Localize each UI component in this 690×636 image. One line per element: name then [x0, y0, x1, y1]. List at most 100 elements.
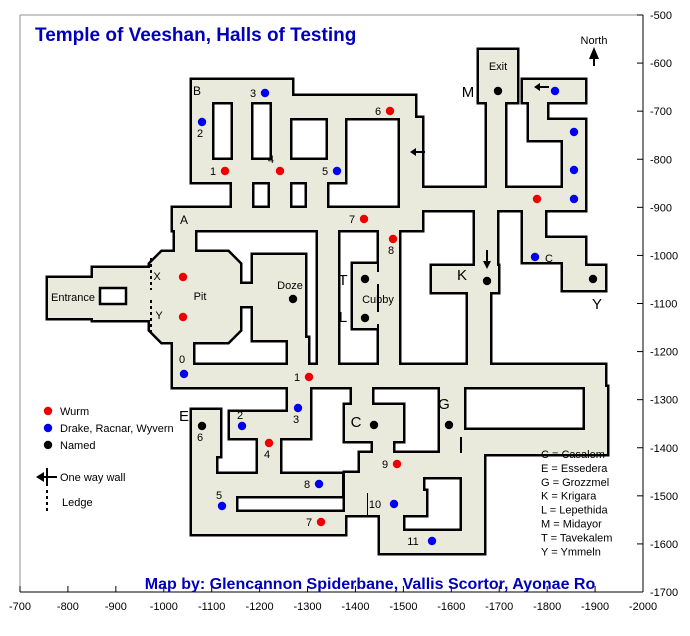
map-corridor: [192, 80, 212, 182]
y-axis-tick-label: -800: [650, 154, 672, 166]
map-corridor: [563, 266, 605, 290]
x-axis-tick-label: -900: [105, 601, 127, 613]
spawn-marker-drake: [569, 194, 579, 204]
map-label-y: Y: [155, 310, 163, 322]
x-axis-tick-label: -1400: [341, 601, 369, 613]
spawn-marker-drake: [197, 117, 207, 127]
spawn-marker-wurm: [532, 194, 542, 204]
spawn-marker-drake: [389, 499, 399, 509]
named-key-entry: M = Midayor: [541, 519, 602, 531]
x-axis-tick-label: -1500: [389, 601, 417, 613]
legend-label-ledge: Ledge: [62, 497, 93, 509]
spawn-marker-number: 9: [382, 459, 388, 471]
north-label: North: [581, 35, 608, 47]
map-corridor: [318, 230, 338, 368]
map-label-x: X: [153, 271, 161, 283]
map-corridor: [352, 387, 372, 409]
map-corridor: [233, 102, 251, 160]
one-way-wall-icon: [483, 250, 491, 269]
spawn-marker-named: [369, 420, 379, 430]
legend-dot-drake: [43, 423, 53, 433]
map-corridor: [192, 512, 345, 534]
spawn-marker-named: [482, 276, 492, 286]
x-axis-tick-label: -1900: [581, 601, 609, 613]
spawn-marker-drake: [217, 501, 227, 511]
map-corridor: [375, 312, 383, 324]
legend-label-wurm: Wurm: [60, 406, 89, 418]
spawn-marker-named: [360, 274, 370, 284]
y-axis-tick-label: -1600: [650, 539, 678, 551]
x-axis-tick-label: -1800: [533, 601, 561, 613]
spawn-marker-number: 0: [179, 354, 185, 366]
north-indicator: North: [581, 35, 608, 66]
map-label-l: L: [339, 309, 347, 326]
map-corridor: [475, 210, 497, 270]
spawn-marker-drake: [314, 479, 324, 489]
spawn-marker-wurm: [392, 459, 402, 469]
spawn-marker-number: 2: [197, 128, 203, 140]
named-key-entry: Y = Ymmeln: [541, 546, 601, 558]
map-corridor: [232, 182, 252, 210]
spawn-marker-named: [197, 421, 207, 431]
named-key-entry: G = Grozzmel: [541, 477, 609, 489]
spawn-marker-named: [493, 86, 503, 96]
map-label-entrance: Entrance: [51, 292, 95, 304]
map-label-pit: Pit: [194, 291, 207, 303]
spawn-marker-wurm: [388, 234, 398, 244]
map-corridor: [290, 96, 415, 118]
spawn-marker-drake: [569, 127, 579, 137]
map-corridor: [212, 474, 342, 496]
north-arrow-head: [589, 47, 599, 59]
map-corridor: [173, 365, 605, 387]
y-axis-tick-label: -1300: [650, 395, 678, 407]
x-axis-tick-label: -1300: [293, 601, 321, 613]
spawn-marker-wurm: [275, 166, 285, 176]
map-label-c: C: [545, 253, 553, 265]
dungeon-map: [45, 47, 610, 556]
x-axis-tick-label: -2000: [629, 601, 657, 613]
spawn-marker-wurm: [220, 166, 230, 176]
map-label-a: A: [180, 213, 188, 227]
legend-label-named: Named: [60, 440, 95, 452]
map-label-cubby: Cubby: [362, 294, 394, 306]
spawn-marker-drake: [427, 536, 437, 546]
map-overlays: [150, 83, 549, 334]
spawn-marker-named: [444, 420, 454, 430]
spawn-marker-wurm: [178, 272, 188, 282]
one-way-arrow-head: [483, 261, 491, 269]
spawn-marker-number: 2: [237, 410, 243, 422]
spawn-marker-wurm: [385, 106, 395, 116]
axes: -500-600-700-800-900-1000-1100-1200-1300…: [9, 10, 678, 613]
map-corridor: [375, 272, 383, 284]
spawn-marker-wurm: [264, 438, 274, 448]
map-label-y: Y: [592, 296, 602, 313]
map-label-doze: Doze: [277, 280, 303, 292]
map-corridor: [440, 387, 464, 437]
map-room-pit: [150, 252, 256, 342]
map-corridor: [379, 230, 399, 370]
spawn-marker-number: 3: [293, 414, 299, 426]
spawn-marker-number: 11: [407, 536, 418, 548]
x-axis-tick-label: -1100: [198, 601, 225, 613]
y-axis-tick-label: -900: [650, 202, 672, 214]
map-corridor: [192, 160, 345, 182]
y-axis-tick-label: -500: [650, 10, 672, 22]
named-key-entry: E = Essedera: [541, 463, 608, 475]
y-axis-tick-label: -700: [650, 106, 672, 118]
x-axis-tick-label: -700: [9, 601, 31, 613]
spawn-marker-number: 1: [294, 372, 300, 384]
map-corridor: [400, 118, 422, 210]
named-key-entry: L = Lepethida: [541, 505, 608, 517]
map-credit: Map by: Glencannon Spiderbane, Vallis Sc…: [145, 576, 596, 593]
map-corridor: [462, 430, 607, 454]
map-corridor: [487, 100, 505, 192]
map-corridor: [462, 430, 484, 553]
map-corridor: [48, 278, 98, 318]
spawn-marker-wurm: [359, 214, 369, 224]
map-corridor: [529, 100, 547, 122]
map-corridor: [585, 387, 607, 437]
map-corridor: [175, 230, 195, 256]
one-way-arrow-head: [534, 83, 540, 91]
